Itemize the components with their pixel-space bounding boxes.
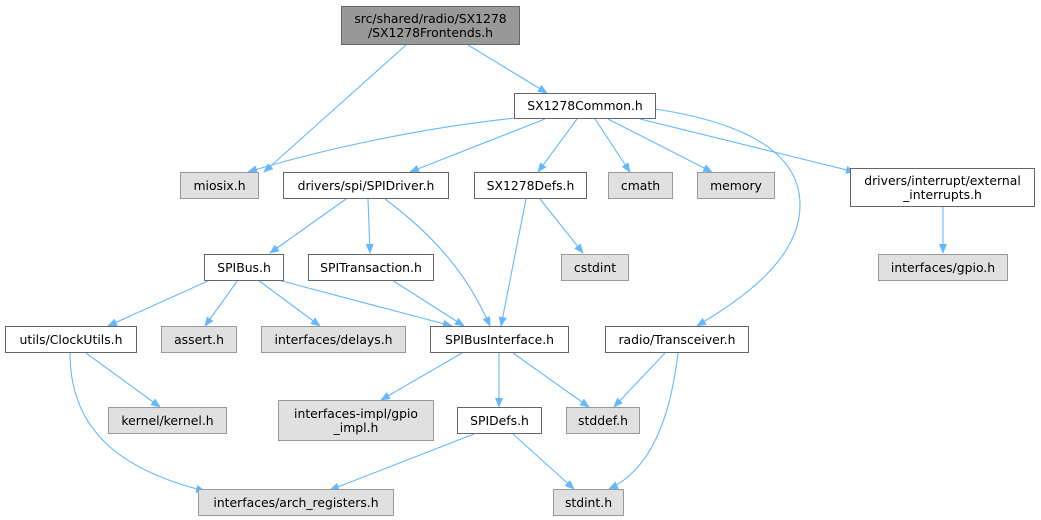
node-external-interrupts[interactable]: drivers/interrupt/external _interrupts.h — [850, 168, 1035, 207]
edge-defs-cstdint — [539, 198, 584, 254]
edge-spitransaction-spibusinterface — [391, 279, 465, 327]
node-label: memory — [710, 177, 762, 193]
node-label: radio/Transceiver.h — [618, 331, 736, 347]
node-label-line1: interfaces-impl/gpio — [294, 405, 418, 421]
node-transceiver[interactable]: radio/Transceiver.h — [605, 326, 749, 353]
node-label-line1: src/shared/radio/SX1278 — [354, 10, 507, 26]
node-label: kernel/kernel.h — [121, 412, 214, 428]
edge-defs-spibusinterface — [498, 198, 527, 327]
edge-spidefs-stdint — [512, 433, 575, 490]
node-spibusinterface[interactable]: SPIBusInterface.h — [430, 326, 569, 353]
node-label: utils/ClockUtils.h — [19, 331, 123, 347]
edge-common-memory — [607, 118, 713, 173]
edge-spidefs-archregs — [329, 433, 475, 491]
node-label: SPIBusInterface.h — [444, 331, 555, 347]
node-stddef[interactable]: stddef.h — [566, 407, 640, 434]
node-label: interfaces/arch_registers.h — [213, 494, 379, 510]
node-assert[interactable]: assert.h — [161, 326, 237, 353]
node-clockutils[interactable]: utils/ClockUtils.h — [5, 326, 137, 353]
edge-clockutils-kernel — [85, 352, 161, 408]
node-label-line2: _impl.h — [333, 419, 379, 435]
edge-common-sx1278defs — [537, 118, 578, 173]
edge-root-sx1278common — [467, 44, 548, 94]
node-cstdint[interactable]: cstdint — [561, 254, 629, 281]
edge-common-transceiver — [654, 108, 801, 327]
edge-spibus-clockutils — [107, 279, 211, 327]
node-label: SPITransaction.h — [320, 259, 422, 275]
node-sx1278frontends[interactable]: src/shared/radio/SX1278 /SX1278Frontends… — [341, 6, 520, 45]
node-label: assert.h — [174, 331, 224, 347]
node-label: stddef.h — [578, 412, 628, 428]
node-label-line2: /SX1278Frontends.h — [368, 24, 493, 40]
edge-sbi-stddef — [512, 352, 590, 408]
node-stdint[interactable]: stdint.h — [553, 489, 624, 516]
node-spitransaction[interactable]: SPITransaction.h — [308, 254, 434, 281]
node-gpio-impl[interactable]: interfaces-impl/gpio _impl.h — [278, 400, 434, 441]
node-label: SX1278Defs.h — [486, 177, 575, 193]
node-cmath[interactable]: cmath — [608, 172, 673, 199]
node-sx1278common[interactable]: SX1278Common.h — [514, 93, 656, 119]
edge-common-miosix — [247, 117, 516, 174]
edge-spidriver-spibus — [269, 198, 347, 254]
node-interfaces-delays[interactable]: interfaces/delays.h — [261, 326, 406, 353]
node-label-line1: drivers/interrupt/external — [864, 172, 1021, 188]
node-arch-registers[interactable]: interfaces/arch_registers.h — [198, 489, 394, 516]
edge-root-miosix — [263, 44, 407, 173]
node-label: cmath — [620, 177, 661, 193]
node-label: interfaces/gpio.h — [890, 259, 996, 275]
node-label: SPIDefs.h — [470, 412, 529, 428]
node-label-line2: _interrupts.h — [903, 186, 982, 202]
edge-spibus-spibusinterface — [277, 279, 453, 328]
node-memory[interactable]: memory — [697, 172, 775, 199]
node-spidefs[interactable]: SPIDefs.h — [457, 407, 542, 434]
node-label: SX1278Common.h — [527, 98, 643, 113]
edge-common-cmath — [594, 118, 631, 173]
node-label: cstdint — [573, 259, 617, 275]
node-label: interfaces/delays.h — [274, 331, 393, 347]
edge-transceiver-stddef — [613, 352, 666, 408]
edge-clockutils-archregs — [69, 352, 206, 493]
node-interfaces-gpio[interactable]: interfaces/gpio.h — [878, 254, 1008, 281]
node-spidriver[interactable]: drivers/spi/SPIDriver.h — [283, 172, 449, 199]
node-label: SPIBus.h — [217, 259, 271, 275]
node-spibus[interactable]: SPIBus.h — [204, 254, 284, 281]
node-label: stdint.h — [564, 494, 613, 510]
node-label: miosix.h — [193, 177, 246, 193]
edge-common-extint — [639, 118, 856, 174]
edge-sbi-gpioimpl — [380, 352, 463, 401]
edge-common-spidriver — [409, 118, 546, 173]
node-kernel[interactable]: kernel/kernel.h — [108, 407, 227, 434]
node-sx1278defs[interactable]: SX1278Defs.h — [474, 172, 587, 199]
node-label: drivers/spi/SPIDriver.h — [297, 177, 435, 193]
edge-spidriver-spitransaction — [365, 198, 374, 254]
edge-spibus-assert — [204, 279, 239, 327]
node-miosix[interactable]: miosix.h — [180, 172, 259, 199]
edge-transceiver-stdint — [608, 352, 679, 490]
edge-spibus-delays — [257, 279, 321, 327]
edge-spidriver-spibusinterface — [384, 198, 491, 327]
